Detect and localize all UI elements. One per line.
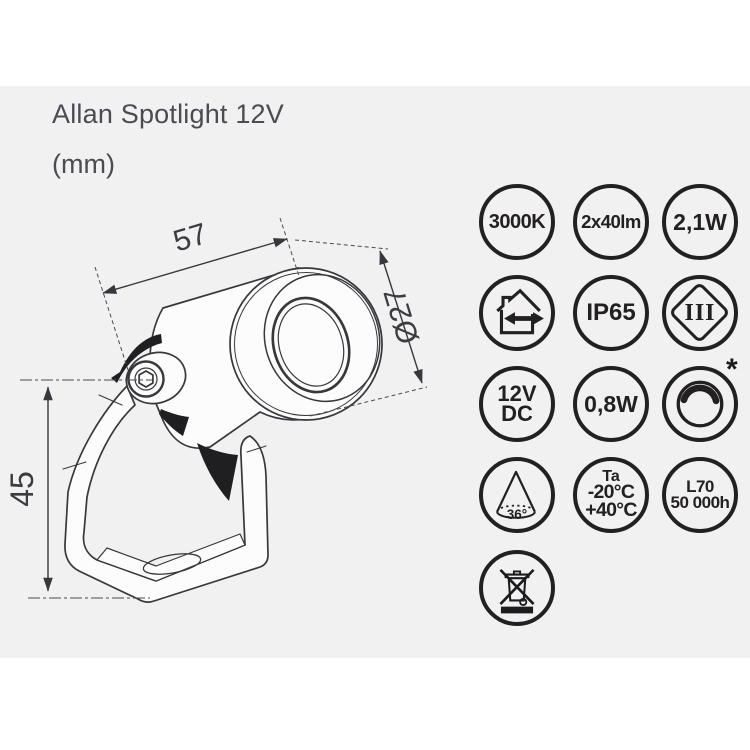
beam-cone-icon <box>496 470 536 519</box>
lifetime-hours: 50 000h <box>670 493 730 512</box>
dimension-height: 45 <box>10 379 152 599</box>
weee-crossed-bin-icon <box>499 568 535 614</box>
voltage-line2: DC <box>501 401 533 426</box>
page-title: Allan Spotlight 12V <box>52 99 284 129</box>
dimmable-footnote-asterisk: * <box>726 353 738 386</box>
base-slot <box>142 553 202 575</box>
badge-lifetime: L70 50 000h <box>662 457 738 533</box>
ta-min: -20°C <box>587 481 635 504</box>
lifetime-l70: L70 <box>686 476 714 496</box>
front-chamfer <box>263 273 381 403</box>
ta-max: +40°C <box>585 499 637 522</box>
dim-57-label: 57 <box>170 217 211 258</box>
lens-ring <box>271 296 351 394</box>
lamp-body <box>149 267 383 449</box>
indoor-outdoor-house-arrow-icon <box>496 288 544 335</box>
dimmer-knob-icon <box>676 380 724 428</box>
badge-luminous-flux: 2x40lm <box>573 184 649 260</box>
dim-45-label: 45 <box>10 471 40 507</box>
voltage-line1: 12V <box>497 380 537 406</box>
spotlight-technical-drawing: 57 Ø27 45 <box>10 217 428 603</box>
badge-indoor-outdoor <box>479 275 555 351</box>
front-rim-inner-line <box>234 272 378 416</box>
colour-temperature-value: 3000K <box>488 210 546 233</box>
protection-class-value: III <box>684 299 716 326</box>
mounting-bracket <box>62 385 269 603</box>
ta-label: Ta <box>602 467 620 485</box>
ip-rating-value: IP65 <box>586 299 636 326</box>
units-label: (mm) <box>52 149 115 179</box>
standby-power-value: 0,8W <box>584 390 638 417</box>
badge-dimmable <box>662 366 738 442</box>
badge-protection-class: III <box>662 275 738 351</box>
beam-angle-value: 36° <box>506 507 528 522</box>
badge-colour-temperature: 3000K <box>479 184 555 260</box>
badge-ambient-temperature: Ta -20°C +40°C <box>573 457 649 533</box>
badge-voltage: 12V DC <box>479 366 555 442</box>
knurled-rings <box>111 334 238 501</box>
badge-standby-power: 0,8W <box>573 366 649 442</box>
class-iii-diamond-icon <box>671 284 728 341</box>
badge-power: 2,1W <box>662 184 738 260</box>
badge-beam-angle: 36° <box>479 457 555 533</box>
dim-d27-label: Ø27 <box>378 284 426 348</box>
hinge-knob <box>125 351 187 405</box>
badge-weee <box>479 550 555 626</box>
hex-socket <box>138 370 154 388</box>
lens-inner <box>277 303 345 387</box>
luminous-flux-value: 2x40lm <box>581 211 641 232</box>
power-value: 2,1W <box>673 208 727 235</box>
badge-ip-rating: IP65 <box>573 275 649 351</box>
